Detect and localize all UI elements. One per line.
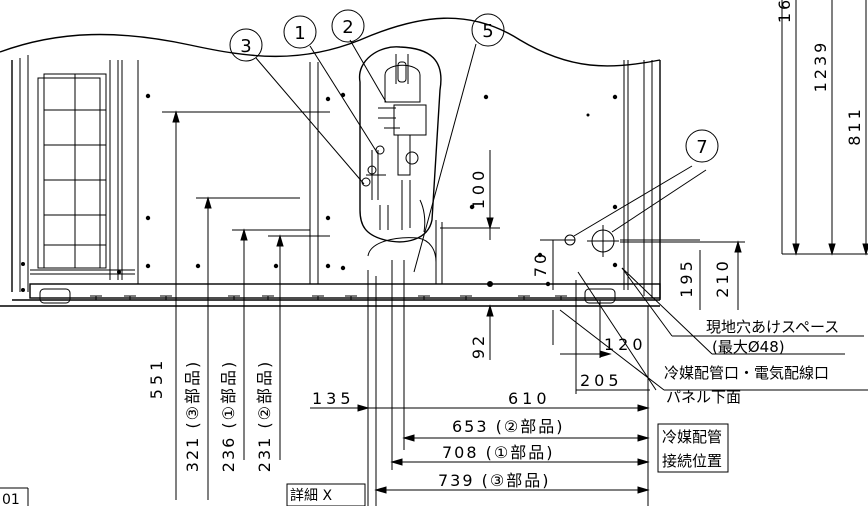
horizontal-dimensions — [310, 260, 868, 506]
dim-1239: 1239 — [811, 40, 830, 93]
field-holes — [564, 225, 619, 257]
dim-551: 551 — [147, 357, 166, 400]
right-dimension-arrows — [781, 0, 868, 256]
dim-135: 135 — [312, 389, 355, 408]
dim-text-rotated: 551 321 (③部品) 236 (①部品) 231 (②部品) 100 70… — [147, 0, 864, 472]
callout-7: 7 — [685, 129, 719, 163]
callout-2: 2 — [331, 9, 365, 43]
dim-120: 120 — [604, 335, 647, 354]
callout-1-label: 1 — [294, 23, 305, 44]
note-panel-bottom: パネル下面 — [666, 388, 741, 406]
dim-231: 231 (②部品) — [255, 360, 274, 472]
dim-195: 195 — [677, 258, 696, 298]
callout-3: 3 — [229, 28, 263, 62]
dim-739: 739 (③部品) — [438, 471, 550, 490]
dim-text-horizontal: 135 610 653 (②部品) 708 (①部品) 739 (③部品) 12… — [312, 335, 647, 490]
callout-5-label: 5 — [482, 21, 493, 42]
callout-5: 5 — [471, 13, 505, 47]
dim-321: 321 (③部品) — [183, 360, 202, 472]
vertical-dimensions — [162, 110, 330, 500]
callout-3-label: 3 — [240, 36, 251, 57]
dim-708: 708 (①部品) — [442, 443, 554, 462]
dim-210: 210 — [713, 258, 732, 298]
callout-1: 1 — [283, 15, 317, 49]
dim-236: 236 (①部品) — [219, 360, 238, 472]
annotation-notes: 現地穴あけスペース (最大Ø48) 冷媒配管口・電気配線口 パネル下面 冷媒配管… — [0, 318, 839, 506]
note-pipe-port: 冷媒配管口・電気配線口 — [664, 364, 829, 382]
dim-16: 16 — [775, 0, 794, 23]
note-conn-line2: 接続位置 — [662, 452, 722, 470]
dim-610: 610 — [508, 389, 551, 408]
dim-653: 653 (②部品) — [452, 417, 564, 436]
dim-811: 811 — [845, 106, 864, 146]
dim-100: 100 — [469, 167, 488, 210]
screw-dots — [21, 92, 618, 292]
coil-grid — [37, 60, 319, 284]
note-hole-space: 現地穴あけスペース — [706, 318, 839, 336]
unit-outline — [0, 17, 661, 307]
corner-label: 01 — [2, 492, 20, 506]
vertical-dimensions-right — [440, 150, 745, 360]
callout-leaders — [255, 39, 707, 273]
dim-205: 205 — [580, 371, 623, 390]
dim-92: 92 — [469, 333, 488, 359]
refrigerant-piping — [358, 46, 443, 284]
detail-label: 詳細 X — [290, 488, 332, 504]
callout-7-label: 7 — [696, 137, 707, 158]
note-hole-max: (最大Ø48) — [712, 338, 785, 356]
dim-70: 70 — [531, 251, 550, 277]
callout-2-label: 2 — [342, 17, 353, 38]
note-conn-line1: 冷媒配管 — [662, 428, 722, 446]
